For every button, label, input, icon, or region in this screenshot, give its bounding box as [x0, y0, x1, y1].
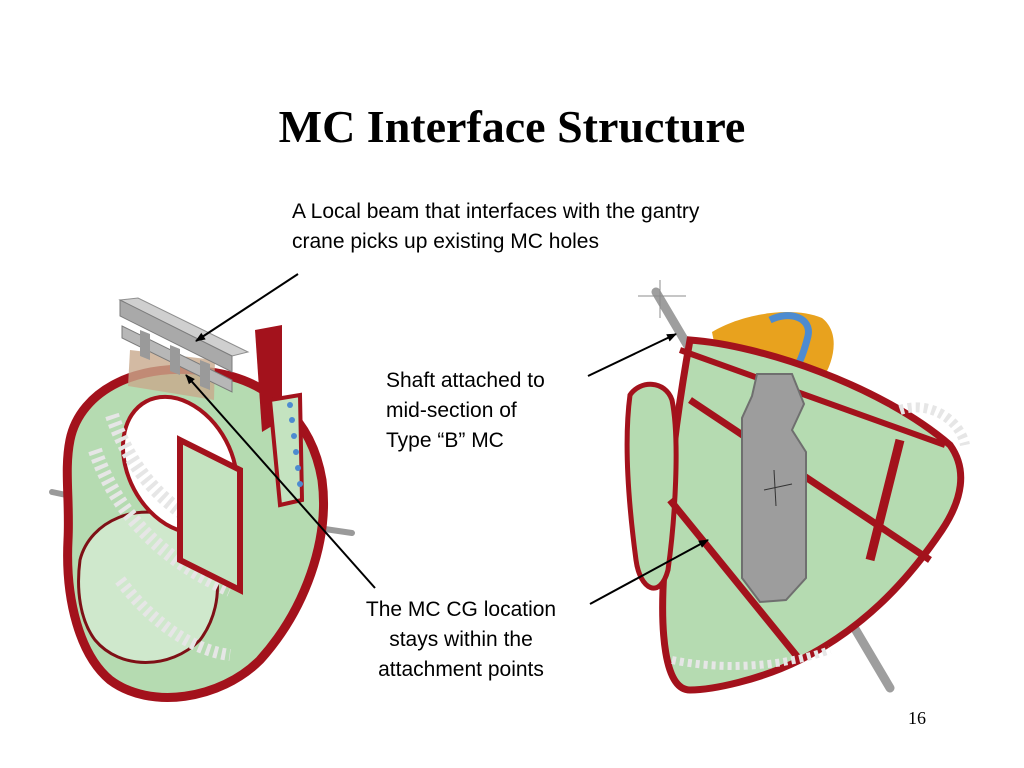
slide-title: MC Interface Structure	[278, 101, 746, 152]
beam-callout-line-2: crane picks up existing MC holes	[292, 230, 599, 253]
page-number: 16	[908, 708, 926, 728]
shaft-callout-line-3: Type “B” MC	[386, 429, 504, 452]
shaft-callout-text: Shaft attached to mid-section of Type “B…	[386, 366, 606, 456]
shaft-callout-line-1: Shaft attached to	[386, 369, 545, 392]
beam-callout-arrow	[195, 273, 299, 342]
shaft-callout-arrow	[587, 333, 677, 377]
shaft-callout-line-2: mid-section of	[386, 399, 517, 422]
left-coil-model-image	[49, 325, 355, 702]
cg-callout-line-3: attachment points	[378, 658, 544, 681]
cg-right-callout-arrow	[589, 539, 709, 605]
cg-left-callout-arrow	[185, 374, 376, 589]
cg-callout-line-1: The MC CG location	[365, 598, 557, 621]
cg-callout-line-2: stays within the	[389, 628, 533, 651]
beam-callout-line-1: A Local beam that interfaces with the ga…	[292, 200, 700, 223]
local-beam-image	[118, 297, 250, 393]
right-coil-model-image	[624, 280, 970, 694]
beam-callout-text: A Local beam that interfaces with the ga…	[292, 197, 812, 257]
cg-callout-text: The MC CG location stays within the atta…	[330, 595, 592, 685]
